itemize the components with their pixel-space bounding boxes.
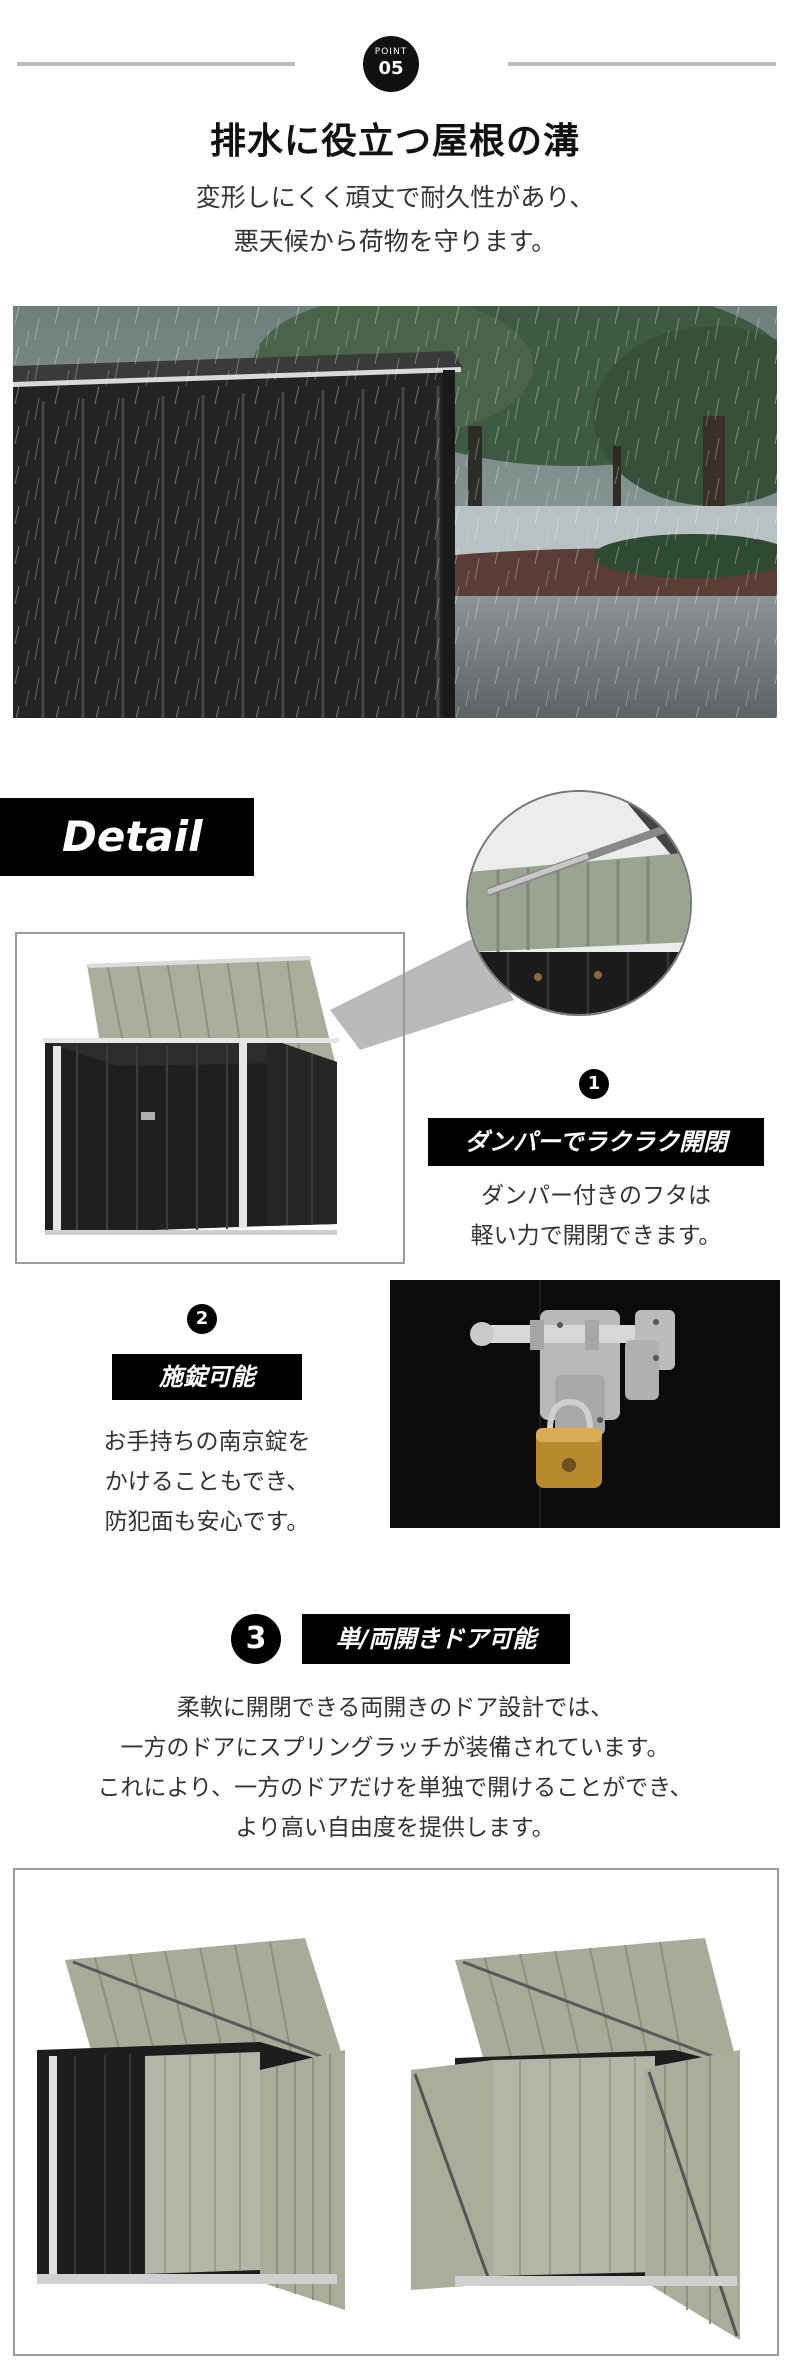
point-label: POINT: [374, 47, 408, 57]
desc-line: ダンパー付きのフタは: [481, 1183, 711, 1209]
detail-label-doors: 単/両開きドア可能: [302, 1614, 570, 1664]
detail-label-lockable: 施錠可能: [112, 1354, 302, 1400]
header-divider-left: [17, 62, 295, 66]
section-title: 排水に役立つ屋根の溝: [209, 121, 580, 162]
desc-line: 一方のドアにスプリングラッチが装備されています。: [120, 1735, 670, 1761]
detail-number-1: 1: [579, 1069, 609, 1099]
door-options-photo-frame: [13, 1868, 779, 2356]
point-number: 05: [378, 58, 404, 79]
padlock-latch-photo: [390, 1280, 780, 1528]
rain-scene-illustration: [13, 306, 777, 718]
subtitle-line: 変形しにくく頑丈で耐久性があり、: [195, 183, 595, 212]
single-and-double-door-sheds: [37, 1938, 740, 2340]
open-lid-shed-frame: [15, 932, 405, 1264]
desc-line: 軽い力で開閉できます。: [470, 1223, 722, 1249]
desc-line: 防犯面も安心です。: [104, 1509, 310, 1535]
open-lid-shed-illustration: [43, 956, 339, 1235]
desc-line: 柔軟に開閉できる両開きのドア設計では、: [176, 1695, 614, 1721]
header-divider-right: [508, 62, 776, 66]
detail-desc-lockable: お手持ちの南京錠を かけることもでき、 防犯面も安心です。: [40, 1422, 374, 1542]
rain-shed-photo: [13, 306, 777, 718]
detail-number-2: 2: [187, 1304, 217, 1334]
damper-closeup-illustration: [468, 792, 690, 1014]
single-door-shed: [37, 1938, 345, 2310]
damper-zoom-photo: [466, 790, 692, 1016]
desc-line: これにより、一方のドアだけを単独で開けることができ、: [97, 1775, 693, 1801]
padlock-latch-illustration: [390, 1280, 780, 1528]
detail-badge: Detail: [0, 798, 254, 876]
detail-number-3: 3: [231, 1614, 281, 1664]
subtitle-line: 悪天候から荷物を守ります。: [233, 227, 557, 256]
desc-line: お手持ちの南京錠を: [103, 1429, 311, 1455]
detail-desc-damper: ダンパー付きのフタは 軽い力で開閉できます。: [428, 1176, 764, 1256]
point-badge: POINT 05: [363, 36, 419, 92]
section-subtitle: 変形しにくく頑丈で耐久性があり、 悪天候から荷物を守ります。: [0, 176, 790, 264]
double-door-shed: [411, 1938, 740, 2340]
desc-line: かけることもでき、: [104, 1469, 310, 1495]
desc-line: より高い自由度を提供します。: [235, 1815, 555, 1841]
detail-label-damper: ダンパーでラクラク開閉: [428, 1118, 764, 1166]
detail-desc-doors: 柔軟に開閉できる両開きのドア設計では、 一方のドアにスプリングラッチが装備されて…: [0, 1688, 790, 1848]
